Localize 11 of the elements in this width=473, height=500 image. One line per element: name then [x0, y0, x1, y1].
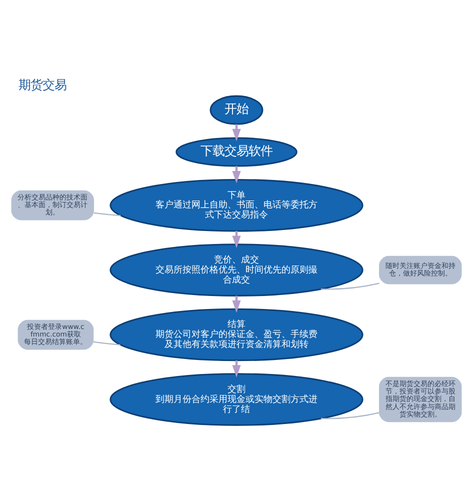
node-ellipse: 竞价、成交 交易所按照价格优先、时间优先的原则撮合成交 — [110, 243, 364, 296]
node-ellipse: 下单 客户通过网上自助、书面、电话等委托方式下达交易指令 — [110, 178, 364, 232]
connector — [94, 212, 121, 216]
node-ellipse: 开始 — [210, 94, 264, 124]
connector — [320, 412, 380, 419]
connector — [320, 282, 380, 290]
connector — [93, 340, 120, 345]
node-ellipse: 结算 期货公司对客户的保证金、盈亏、手续费及其他有关款项进行资金清算和划转 — [110, 308, 364, 361]
node-ellipse: 交割 到期月份合约采用现金或实物交割方式进行了结 — [110, 372, 364, 426]
node-ellipse: 下载交易软件 — [176, 136, 298, 166]
diagram-title: 期货交易 — [18, 77, 66, 92]
